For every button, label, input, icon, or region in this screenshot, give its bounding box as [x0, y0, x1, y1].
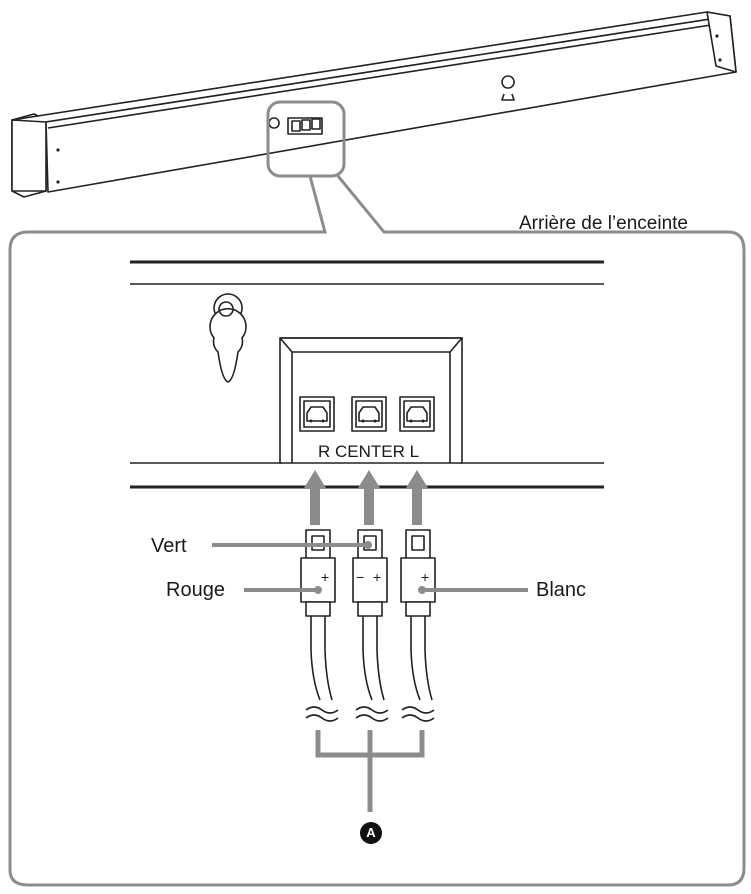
bracket-a [315, 730, 425, 812]
zoomed-rear-panel [130, 260, 604, 489]
plug-blanc [400, 529, 436, 617]
zoom-callout-box [8, 175, 746, 887]
terminal-center [351, 396, 387, 432]
polarity-plus-vert: + [373, 569, 382, 585]
speaker-rear-caption: Arrière de l’enceinte [519, 213, 688, 234]
leader-lines [212, 541, 528, 594]
label-rouge: Rouge [166, 579, 225, 601]
arrow-up-center-icon [358, 470, 380, 525]
arrow-up-l-icon [406, 470, 428, 525]
zoom-highlight [266, 100, 346, 178]
label-vert: Vert [151, 535, 187, 557]
arrow-up-r-icon [304, 470, 326, 525]
cables [305, 616, 435, 722]
callout-marker-a: A [360, 822, 382, 844]
plug-rouge [300, 529, 336, 617]
polarity-minus-vert: − [356, 569, 365, 585]
terminal-l [399, 396, 435, 432]
polarity-plus-blanc: + [421, 569, 430, 585]
insertion-arrows [304, 470, 428, 525]
polarity-plus-rouge: + [321, 569, 330, 585]
terminal-labels: R CENTER L [318, 442, 420, 461]
label-blanc: Blanc [536, 579, 587, 601]
terminal-r [299, 396, 335, 432]
speaker-bar [11, 11, 737, 198]
